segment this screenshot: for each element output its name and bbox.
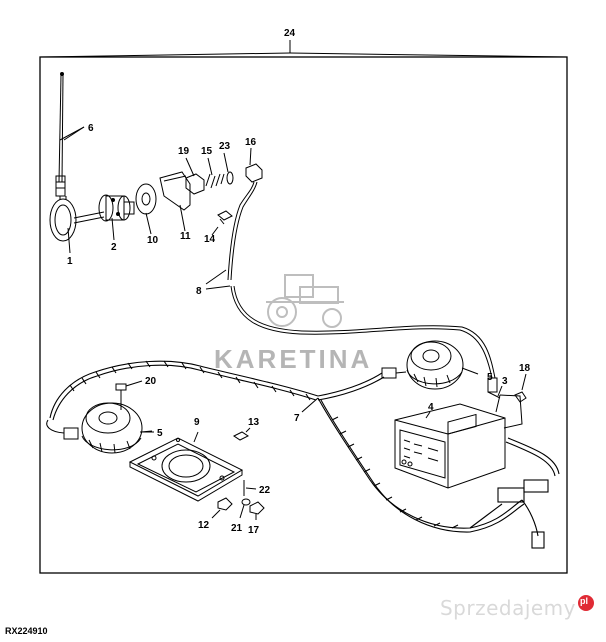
callout-16: 16 bbox=[245, 137, 257, 148]
callout-13: 13 bbox=[248, 417, 260, 428]
callout-1: 1 bbox=[67, 256, 73, 267]
watermark-logo bbox=[266, 274, 344, 328]
left-speaker bbox=[46, 402, 153, 454]
corner-watermark-badge bbox=[578, 595, 594, 611]
drawing-code: RX224910 bbox=[5, 626, 48, 636]
callout-4: 4 bbox=[428, 402, 434, 413]
callout-14: 14 bbox=[204, 234, 216, 245]
callout-5b: 5 bbox=[157, 428, 163, 439]
callout-8: 8 bbox=[196, 286, 202, 297]
diagram-frame bbox=[39, 56, 568, 574]
callout-9: 9 bbox=[194, 417, 200, 428]
radio-unit bbox=[394, 373, 527, 489]
callout-19: 19 bbox=[178, 146, 190, 157]
callout-2: 2 bbox=[111, 242, 117, 253]
antenna-cable bbox=[230, 285, 498, 393]
corner-watermark-text: Sprzedajemy bbox=[439, 596, 576, 620]
callout-7: 7 bbox=[294, 413, 300, 424]
corner-watermark: Sprzedajemy bbox=[440, 594, 594, 622]
callout-5a: 5 bbox=[487, 372, 493, 383]
watermark-text: KARETINA bbox=[214, 344, 372, 374]
callout-23: 23 bbox=[219, 141, 231, 152]
callout-21: 21 bbox=[231, 523, 243, 534]
callout-10: 10 bbox=[147, 235, 159, 246]
callout-18: 18 bbox=[519, 363, 531, 374]
callout-24: 24 bbox=[284, 28, 296, 39]
callout-11: 11 bbox=[180, 231, 191, 242]
antenna-assembly bbox=[49, 72, 263, 290]
callout-22: 22 bbox=[259, 485, 271, 496]
callout-6: 6 bbox=[88, 123, 94, 134]
callout-17: 17 bbox=[248, 525, 260, 536]
speaker-mount-plate bbox=[115, 380, 265, 520]
right-speaker bbox=[381, 340, 479, 390]
wire-harness bbox=[49, 360, 560, 549]
assembly-bracket bbox=[39, 40, 568, 58]
callout-3: 3 bbox=[502, 376, 508, 387]
callout-15: 15 bbox=[201, 146, 213, 157]
callout-20: 20 bbox=[145, 376, 157, 387]
callout-12: 12 bbox=[198, 520, 210, 531]
